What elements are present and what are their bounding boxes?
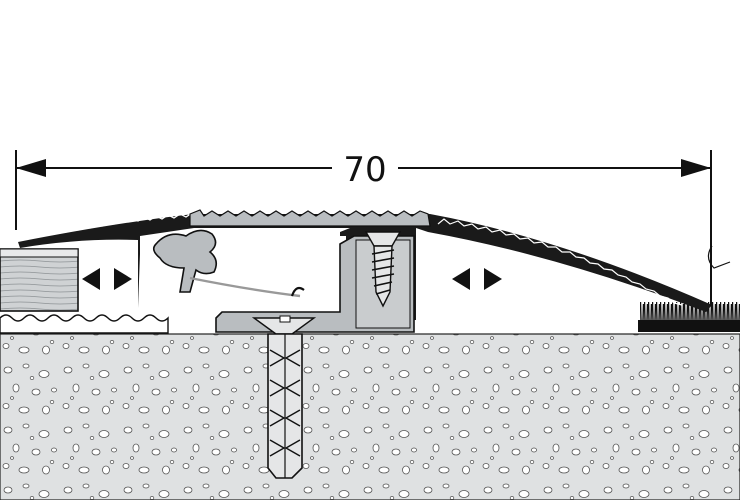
- double-arrow-icon: [82, 268, 132, 290]
- double-arrow-icon: [452, 268, 502, 290]
- dowel-icon: [251, 315, 317, 479]
- dimension-value: 70: [343, 150, 386, 190]
- clip-spring-element: [152, 229, 305, 298]
- underlay-layer: [0, 314, 169, 334]
- dimension-line: 70: [15, 150, 712, 306]
- screw-icon: [364, 231, 402, 308]
- aluminium-cover-insert: [189, 209, 431, 227]
- laminate-panel: [0, 248, 79, 312]
- concrete-subfloor: [0, 333, 740, 500]
